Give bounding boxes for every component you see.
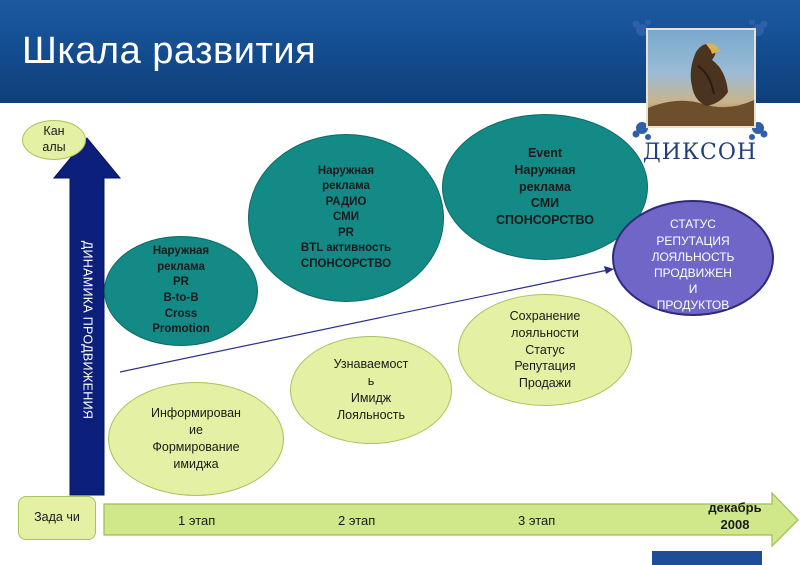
logo: ДИКСОН <box>632 20 768 165</box>
eagle-icon <box>648 43 754 126</box>
footer-accent-bar <box>652 551 762 565</box>
task-circle-3: Сохранение лояльности Статус Репутация П… <box>458 294 632 406</box>
page-title: Шкала развития <box>22 30 317 72</box>
stage-label-1: 1 этап <box>178 513 216 528</box>
channel-circle-1: Наружная реклама PR B-to-B Cross Promoti… <box>104 236 258 346</box>
channel-circle-2: Наружная реклама РАДИО СМИ PR BTL активн… <box>248 134 444 302</box>
stage-label-3: 3 этап <box>518 513 556 528</box>
logo-frame-icon <box>632 20 768 140</box>
task-circle-2: Узнаваемост ь Имидж Лояльность <box>290 336 452 444</box>
channel-circle-3: Event Наружная реклама СМИ СПОНСОРСТВО <box>442 114 648 260</box>
vertical-axis-label: ДИНАМИКА ПРОДВИЖЕНИЯ <box>80 240 95 420</box>
logo-text: ДИКСОН <box>642 140 758 165</box>
goal-circle: СТАТУС РЕПУТАЦИЯ ЛОЯЛЬНОСТЬ ПРОДВИЖЕН И … <box>612 200 774 316</box>
end-date-label: декабрь 2008 <box>708 500 762 532</box>
channels-label: Кан алы <box>22 120 86 160</box>
tasks-label: Зада чи <box>18 496 96 540</box>
eagle-picture <box>646 28 756 128</box>
task-circle-1: Информирован ие Формирование имиджа <box>108 382 284 496</box>
stage-label-2: 2 этап <box>338 513 376 528</box>
